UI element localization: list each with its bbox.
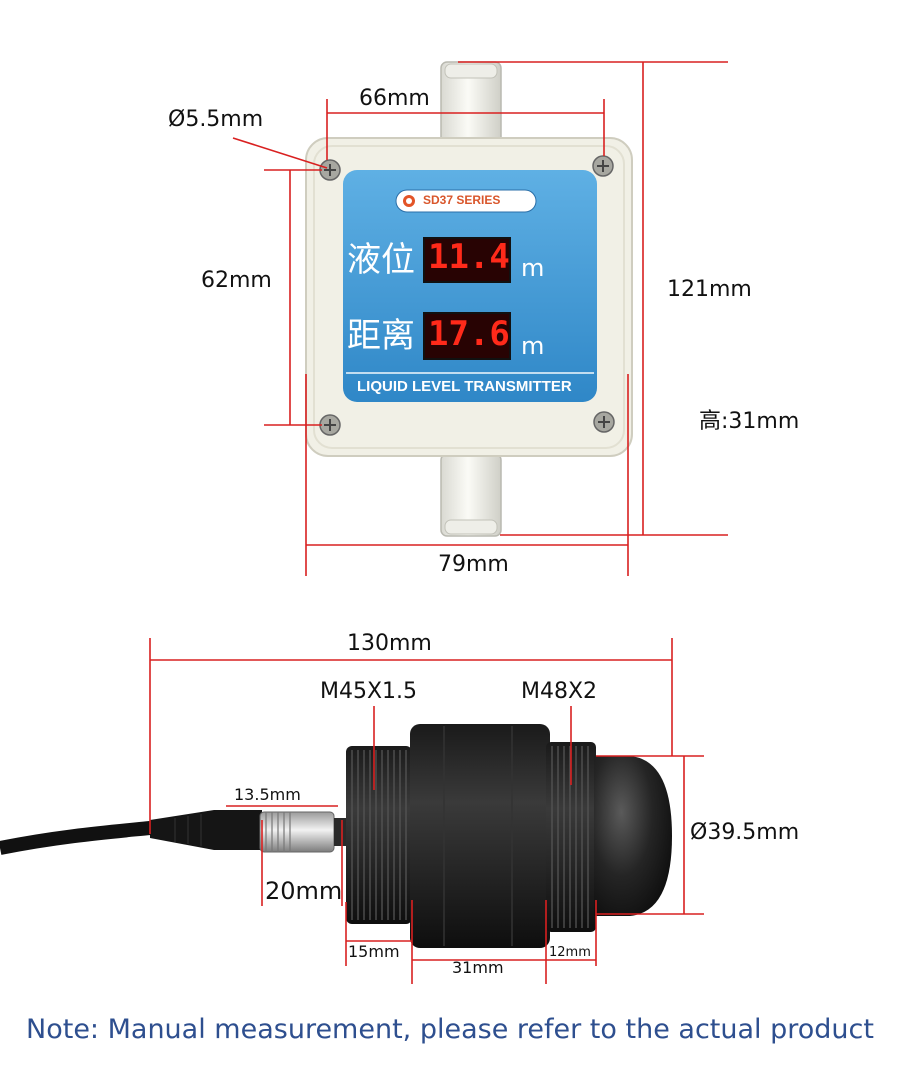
connector-diameter-label: 13.5mm <box>234 785 301 804</box>
sensor-cable <box>0 816 215 855</box>
led-display-2 <box>423 312 511 360</box>
hole-spacing-width-label: 66mm <box>359 86 430 111</box>
overall-width-label: 79mm <box>438 552 509 577</box>
sensor-nut <box>410 724 550 948</box>
distance-unit: m <box>521 332 545 360</box>
enclosure-box <box>305 61 633 537</box>
distance-label: 距离 <box>347 316 415 356</box>
hole-spacing-height-label: 62mm <box>201 268 272 293</box>
series-label: SD37 SERIES <box>423 193 501 207</box>
screw-icon <box>593 411 615 433</box>
thread-m45 <box>346 746 412 924</box>
series-badge <box>395 189 537 213</box>
metal-connector <box>259 811 335 853</box>
front-panel <box>343 170 597 402</box>
transmitter-label: LIQUID LEVEL TRANSMITTER <box>357 378 572 395</box>
cable-plug <box>150 810 262 850</box>
liquid-level-unit: m <box>521 254 545 282</box>
liquid-level-value: 11.4 <box>428 237 510 277</box>
dimension-lines-sensor <box>149 638 704 984</box>
liquid-level-label: 液位 <box>347 240 415 280</box>
led-display-1 <box>423 237 511 283</box>
depth-label: 高:31mm <box>699 409 800 434</box>
screw-icon <box>319 159 341 181</box>
screw-icon <box>319 414 341 436</box>
segment-2-label: 31mm <box>452 958 504 977</box>
segment-1-label: 15mm <box>348 942 400 961</box>
overall-length-label: 130mm <box>347 631 432 656</box>
distance-value: 17.6 <box>428 314 510 354</box>
disclaimer-note: Note: Manual measurement, please refer t… <box>26 1014 874 1045</box>
overall-height-label: 121mm <box>667 277 752 302</box>
thread-m48-label: M48X2 <box>521 679 598 704</box>
dimension-lines-top <box>232 61 728 576</box>
sensor-dome <box>594 756 672 916</box>
segment-3-label: 12mm <box>549 945 591 960</box>
connector-length-label: 20mm <box>265 877 343 905</box>
screw-icon <box>592 155 614 177</box>
thread-m45-label: M45X1.5 <box>320 679 418 704</box>
hole-diameter-label: Ø5.5mm <box>168 107 264 132</box>
ultrasonic-sensor <box>0 724 672 948</box>
head-diameter-label: Ø39.5mm <box>690 820 800 845</box>
